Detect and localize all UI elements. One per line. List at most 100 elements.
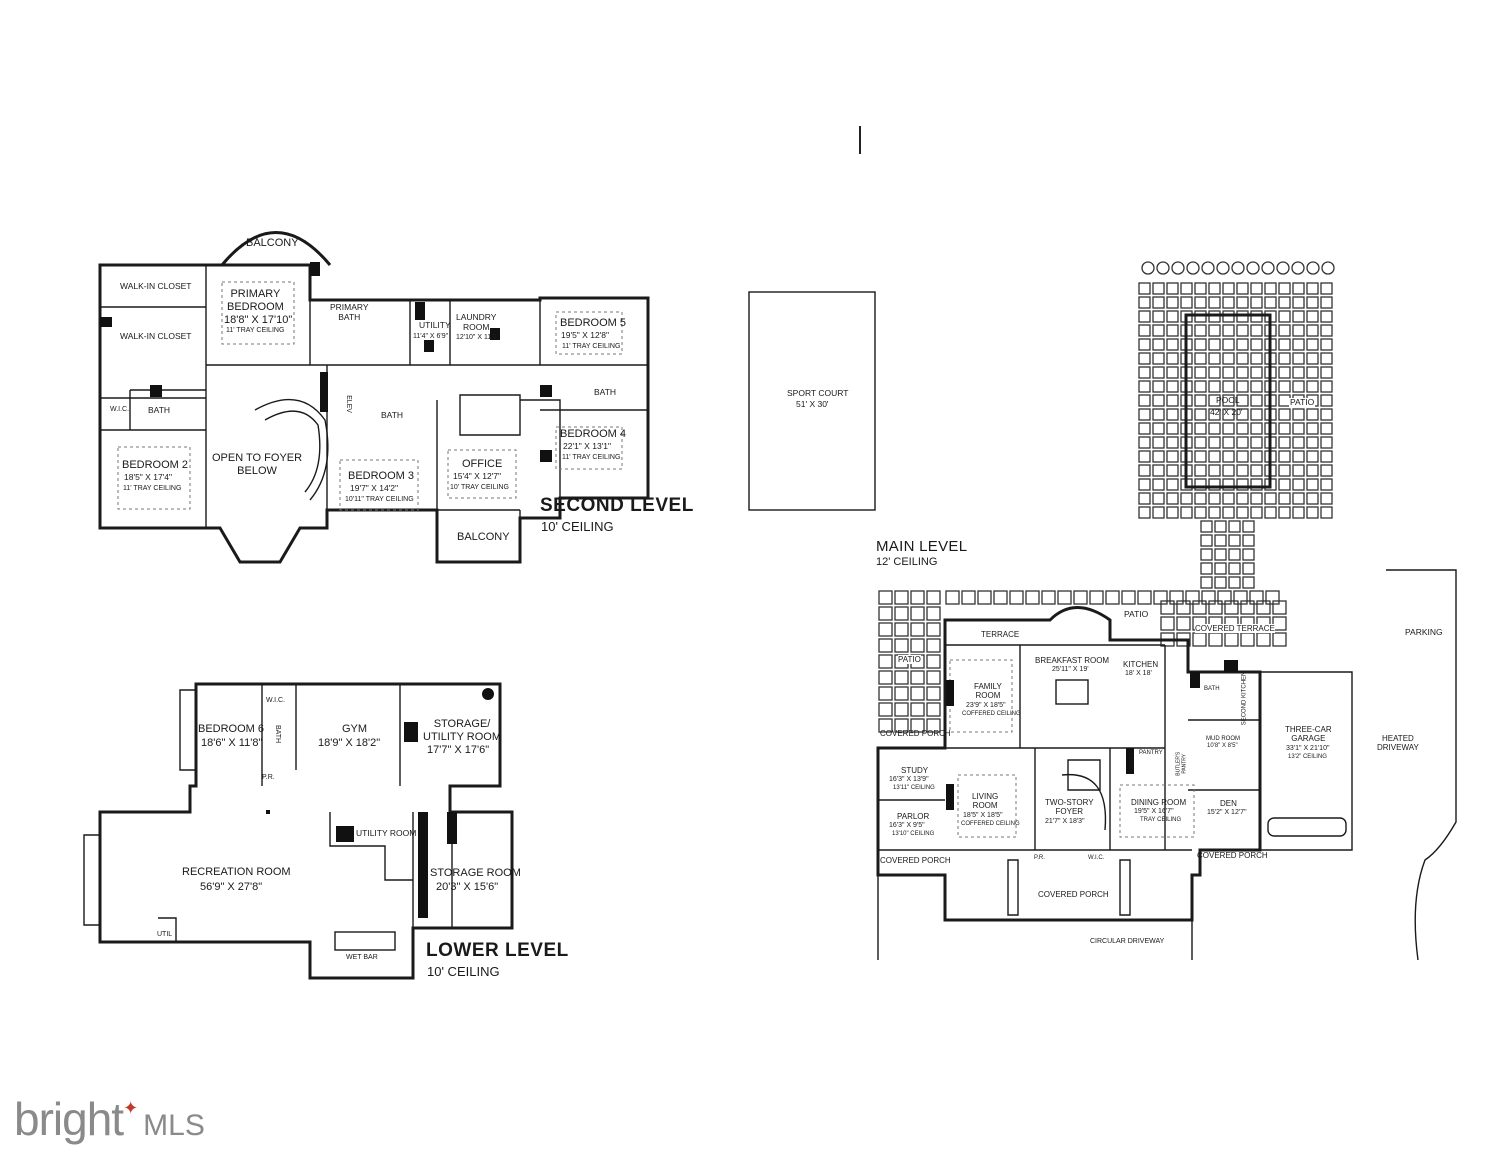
wic-label: W.I.C.: [110, 406, 130, 413]
paver-tile: [910, 622, 925, 637]
den-label: DEN: [1220, 799, 1237, 808]
main-pr-label: P.R.: [1034, 855, 1045, 861]
laundry-label: LAUNDRY ROOM: [456, 312, 497, 332]
second-level-walls: [98, 231, 650, 564]
pantry-label: PANTRY: [1139, 750, 1163, 756]
gym-label: GYM: [342, 723, 368, 735]
paver-tile: [926, 702, 941, 717]
paver-tile: [1278, 408, 1291, 421]
paver-tile: [1306, 506, 1319, 519]
paver-tile: [1089, 590, 1104, 605]
bath-b3-label: BATH: [381, 410, 404, 420]
paver-tile: [1152, 352, 1165, 365]
lower-pr-label: P.R.: [262, 774, 275, 781]
bedroom2-ceiling: 11' TRAY CEILING: [123, 485, 182, 492]
paver-tile: [1208, 296, 1221, 309]
paver-tile: [894, 702, 909, 717]
paver-tile: [1152, 464, 1165, 477]
paver-tile: [1292, 478, 1305, 491]
paver-tile: [1166, 492, 1179, 505]
paver-tile: [1208, 478, 1221, 491]
covered-porch-bl-label: COVERED PORCH: [880, 856, 951, 865]
paver-tile: [1278, 492, 1291, 505]
heated-driveway-label: HEATED DRIVEWAY: [1377, 734, 1419, 753]
paver-tile: [1292, 310, 1305, 323]
paver-tile: [1041, 590, 1056, 605]
parlor-ceiling: 13'10" CEILING: [892, 831, 935, 837]
paver-tile: [1194, 282, 1207, 295]
paver-tile: [1138, 436, 1151, 449]
paver-tile: [1278, 422, 1291, 435]
paver-tile: [1208, 282, 1221, 295]
paver-tile: [1152, 506, 1165, 519]
paver-tile: [926, 638, 941, 653]
paver-tile: [1208, 352, 1221, 365]
paver-tile: [1292, 450, 1305, 463]
bath-b2-label: BATH: [148, 405, 171, 415]
paver-tile: [1240, 600, 1255, 615]
main-wic-label: W.I.C.: [1088, 855, 1105, 861]
paver-tile: [1292, 296, 1305, 309]
paver-tile: [1166, 422, 1179, 435]
paver-tile: [1138, 478, 1151, 491]
paver-tile: [1105, 590, 1120, 605]
paver-tile: [1250, 422, 1263, 435]
paver-tile: [1250, 478, 1263, 491]
paver-tile: [1138, 380, 1151, 393]
paver-tile: [1208, 506, 1221, 519]
paver-tile: [1278, 436, 1291, 449]
balcony-top-label: BALCONY: [246, 237, 299, 249]
paver-tile: [1194, 394, 1207, 407]
den-dim: 15'2" X 12'7": [1207, 809, 1247, 816]
primary-bedroom-ceiling: 11' TRAY CEILING: [226, 327, 285, 334]
paver-tile: [926, 718, 941, 733]
paver-tile: [1200, 548, 1213, 561]
paver-tile: [1200, 520, 1213, 533]
paver-tile: [1292, 506, 1305, 519]
paver-tile: [1214, 520, 1227, 533]
paver-tile: [910, 606, 925, 621]
paver-tile: [878, 670, 893, 685]
bedroom6-dim: 18'6" X 11'8": [201, 737, 263, 749]
paver-tile: [1320, 408, 1333, 421]
kitchen-label: KITCHEN: [1123, 660, 1159, 669]
office-ceiling: 10' TRAY CEILING: [450, 484, 509, 491]
paver-tile: [1208, 464, 1221, 477]
paver-tile: [945, 590, 960, 605]
paver-tile: [1152, 282, 1165, 295]
paver-tile: [1194, 478, 1207, 491]
living-dim: 18'5" X 18'5": [963, 812, 1003, 819]
paver-tile: [1222, 478, 1235, 491]
sport-court-outline: [748, 291, 876, 511]
foyer-label: TWO-STORY FOYER: [1045, 798, 1094, 817]
paver-tile: [1166, 436, 1179, 449]
mud-room-dim: 10'8" X 8'5": [1207, 743, 1238, 749]
paver-tile: [1200, 562, 1213, 575]
paver-tile: [1320, 324, 1333, 337]
covered-terrace-label: COVERED TERRACE: [1195, 624, 1275, 634]
lower-level-title: LOWER LEVEL: [426, 940, 569, 961]
dining-ceiling: TRAY CEILING: [1140, 817, 1182, 823]
parlor-label: PARLOR: [897, 812, 930, 821]
pool-patio: [1138, 261, 1335, 589]
paver-tile: [1292, 324, 1305, 337]
paver-tile: [1166, 282, 1179, 295]
bedroom2-dim: 18'5" X 17'4": [124, 472, 173, 482]
paver-tile: [910, 686, 925, 701]
paver-tile: [1152, 310, 1165, 323]
paver-tile: [1208, 366, 1221, 379]
paver-tile: [1242, 576, 1255, 589]
bedroom3-dim: 19'7" X 14'2": [350, 483, 399, 493]
paver-tile: [1166, 478, 1179, 491]
paver-tile: [1192, 600, 1207, 615]
paver-tile: [1306, 422, 1319, 435]
paver-tile: [1320, 352, 1333, 365]
paver-tile: [1250, 338, 1263, 351]
main-elev-label: ELEV: [1127, 752, 1134, 769]
paver-tile: [1278, 338, 1291, 351]
covered-porch-left-label: COVERED PORCH: [880, 729, 951, 738]
paver-tile: [1152, 492, 1165, 505]
paver-tile: [1166, 296, 1179, 309]
paver-tile: [1180, 296, 1193, 309]
bedroom2-label: BEDROOM 2: [122, 459, 189, 471]
